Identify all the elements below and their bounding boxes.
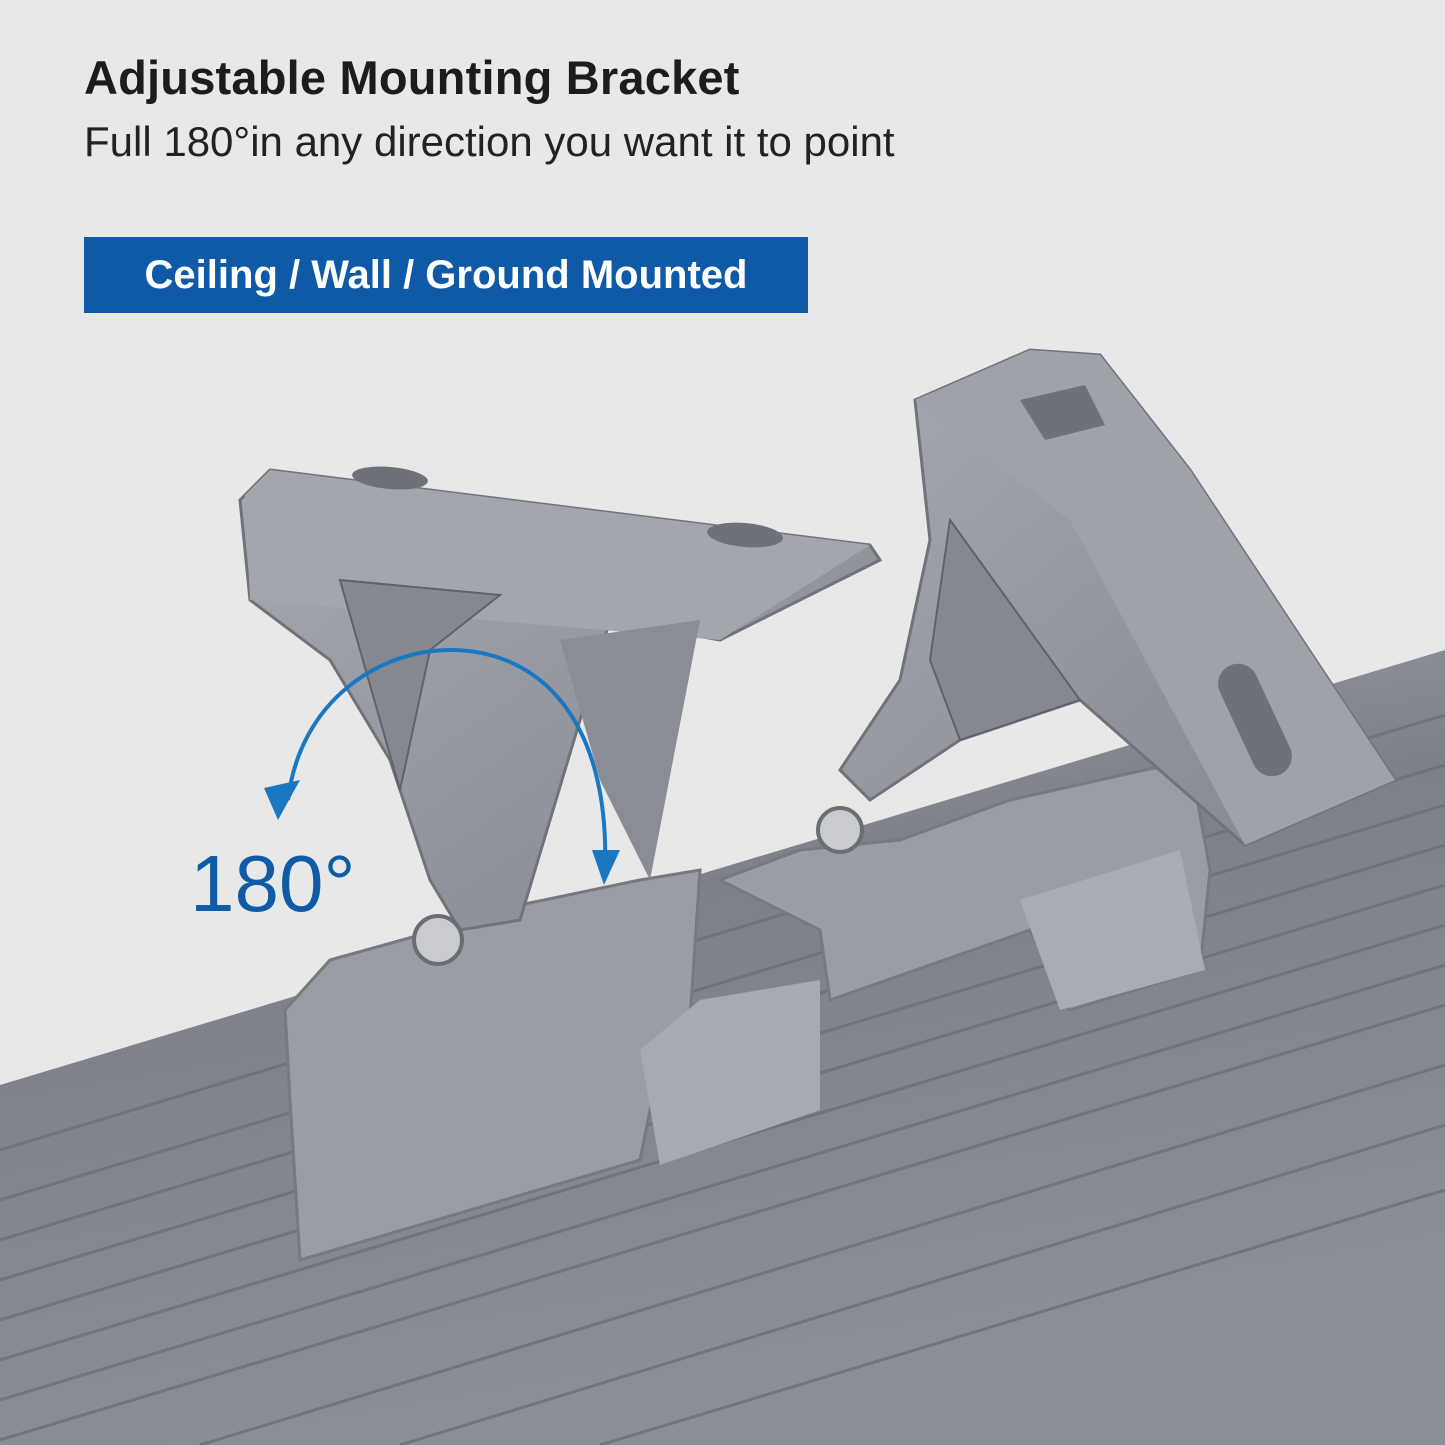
rotation-angle-label: 180° <box>190 839 356 928</box>
bolt-icon <box>412 914 464 966</box>
rail-clamp-left <box>283 868 820 1262</box>
rail-clamp-right <box>716 758 1212 1012</box>
bolt-icon <box>816 806 864 854</box>
mounting-bracket-right <box>816 348 1398 854</box>
page-subtitle: Full 180°in any direction you want it to… <box>84 118 895 165</box>
page-title: Adjustable Mounting Bracket <box>84 51 740 104</box>
double-arrow-arc-icon <box>264 647 620 885</box>
mounting-options-badge: Ceiling / Wall / Ground Mounted <box>84 237 808 313</box>
